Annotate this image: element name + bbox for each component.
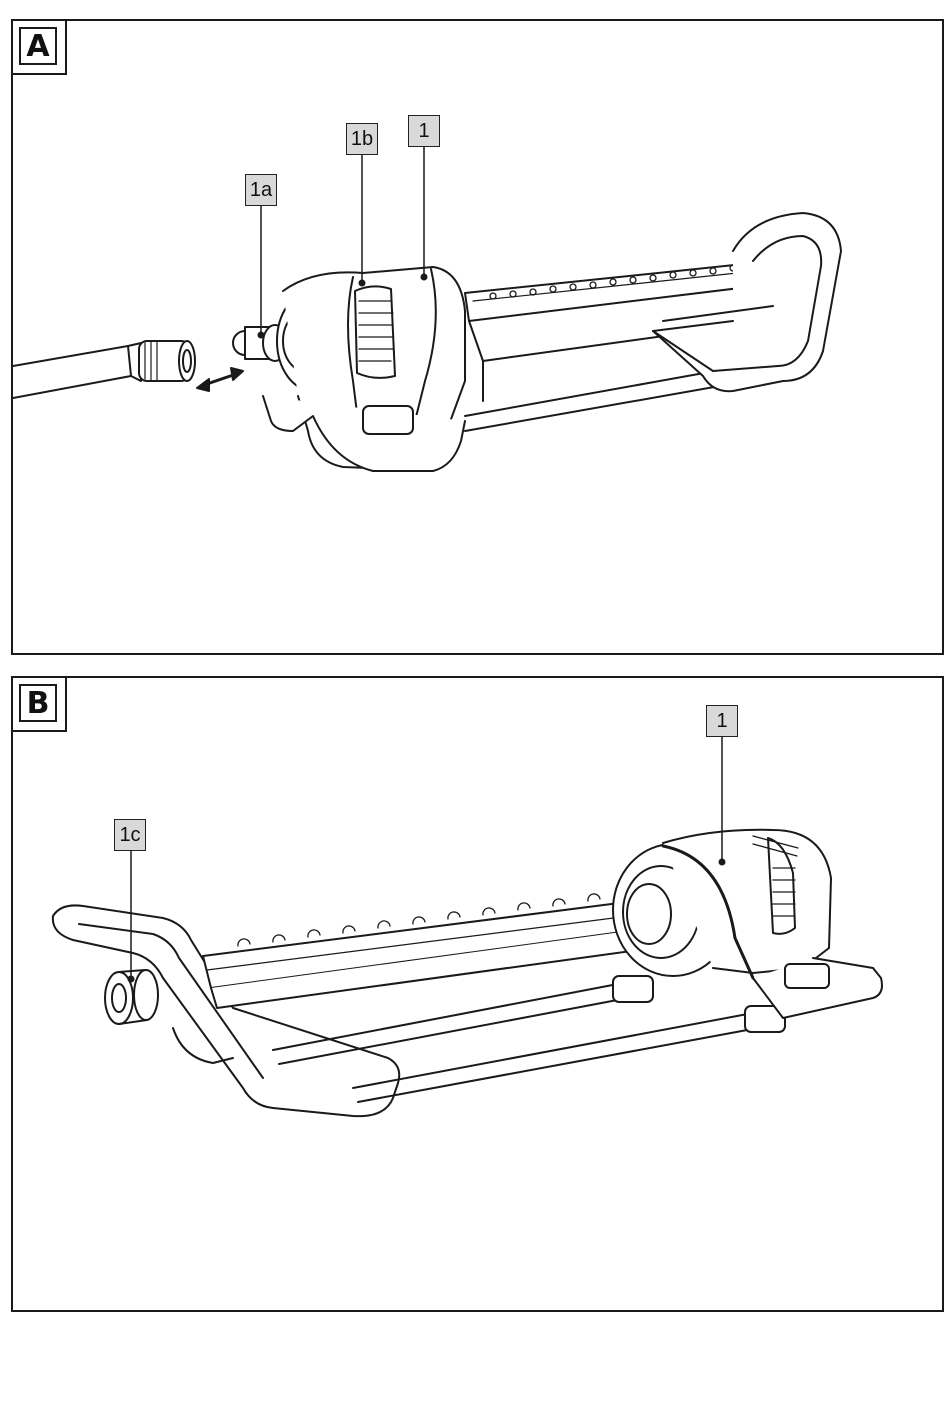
- callout-1: 1: [408, 115, 440, 147]
- panel-a-leader-lines: [13, 21, 942, 653]
- figure-panel-a: A 1b 1 1a: [11, 19, 944, 655]
- figure-panel-b: B 1 1c: [11, 676, 944, 1312]
- callout-1b: 1b: [346, 123, 378, 155]
- callout-1c: 1c: [114, 819, 146, 851]
- panel-b-leader-lines: [13, 678, 942, 1310]
- callout-1: 1: [706, 705, 738, 737]
- callout-1a: 1a: [245, 174, 277, 206]
